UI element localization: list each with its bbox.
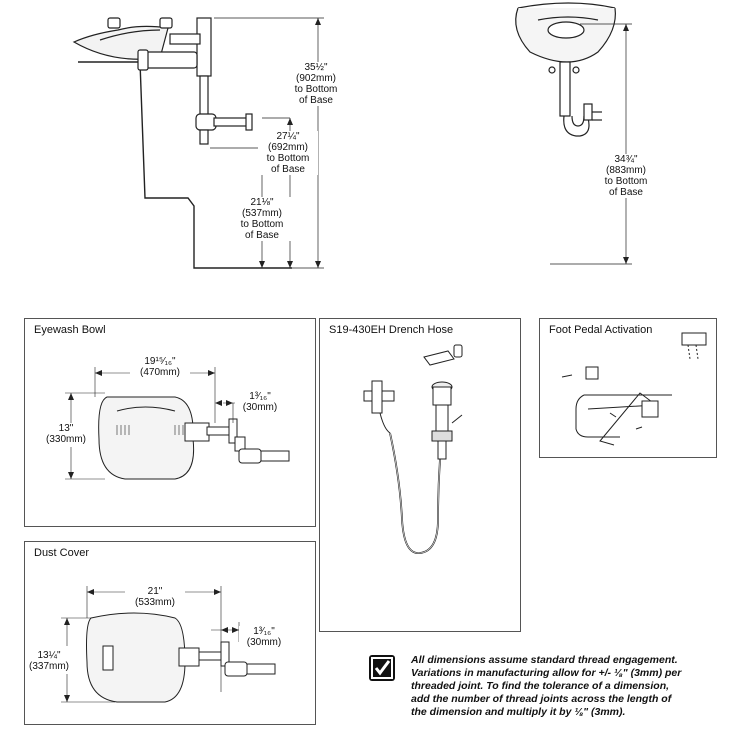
dim-ref: to Bottom bbox=[294, 84, 338, 95]
dim-ref: to Bottom bbox=[604, 176, 648, 187]
drench-hose-drawing bbox=[363, 344, 463, 554]
dim-value: 1³⁄₁₆" bbox=[253, 626, 275, 637]
dim-value: 35½" bbox=[304, 62, 328, 73]
dim-metric: (30mm) bbox=[242, 402, 278, 413]
note-line: the dimension and multiply it by ⅛" (3mm… bbox=[411, 706, 626, 718]
dust-cover-panel: Dust Cover 21" ( bbox=[24, 541, 316, 725]
checkmark-icon bbox=[369, 655, 395, 681]
panel-title: Eyewash Bowl bbox=[34, 324, 106, 336]
dim-value: 19¹⁵⁄₁₆" bbox=[144, 356, 176, 367]
dim-metric: (337mm) bbox=[28, 661, 69, 672]
drench-hose-panel: S19-430EH Drench Hose bbox=[319, 318, 521, 632]
side-elevation-drawing bbox=[515, 2, 632, 265]
dim-metric: (883mm) bbox=[605, 165, 646, 176]
dim-metric: (692mm) bbox=[267, 142, 308, 153]
panel-title: S19-430EH Drench Hose bbox=[329, 324, 454, 336]
dim-ref: to Bottom bbox=[240, 219, 284, 230]
dimension-label-width: 19¹⁵⁄₁₆" (470mm) bbox=[130, 356, 190, 378]
dim-metric: (470mm) bbox=[139, 367, 180, 378]
side-elevation-view: 34¾" (883mm) to Bottom of Base bbox=[480, 0, 720, 280]
dim-ref2: of Base bbox=[245, 230, 279, 241]
dim-value: 13¼" bbox=[37, 650, 61, 661]
panel-title: Foot Pedal Activation bbox=[549, 324, 653, 336]
dim-ref2: of Base bbox=[609, 187, 643, 198]
dimension-label-27-25: 27¼" (692mm) to Bottom of Base bbox=[258, 131, 318, 175]
dimension-label-height: 13¼" (337mm) bbox=[25, 650, 73, 672]
dimension-label-height: 13" (330mm) bbox=[41, 423, 91, 445]
dim-ref2: of Base bbox=[299, 95, 333, 106]
dim-value: 27¼" bbox=[276, 131, 300, 142]
dim-metric: (330mm) bbox=[45, 434, 86, 445]
dim-metric: (30mm) bbox=[246, 637, 282, 648]
dim-value: 34¾" bbox=[614, 154, 638, 165]
panel-title: Dust Cover bbox=[34, 547, 90, 559]
dimension-label-35-5: 35½" (902mm) to Bottom of Base bbox=[286, 62, 346, 106]
dimension-label-21-125: 21⅛" (537mm) to Bottom of Base bbox=[232, 197, 292, 241]
dim-ref2: of Base bbox=[271, 164, 305, 175]
foot-pedal-panel: Foot Pedal Activation bbox=[539, 318, 717, 458]
note-line: All dimensions assume standard thread en… bbox=[411, 654, 678, 666]
dim-value: 21" bbox=[147, 586, 163, 597]
dim-value: 13" bbox=[58, 423, 74, 434]
note-line: Variations in manufacturing allow for +/… bbox=[411, 667, 682, 679]
dim-value: 1³⁄₁₆" bbox=[249, 391, 271, 402]
dim-metric: (533mm) bbox=[134, 597, 175, 608]
note-line: add the number of thread joints across t… bbox=[411, 693, 672, 705]
dim-metric: (902mm) bbox=[295, 73, 336, 84]
dim-metric: (537mm) bbox=[241, 208, 282, 219]
foot-pedal-drawing bbox=[561, 332, 707, 446]
dimension-label-offset: 1³⁄₁₆" (30mm) bbox=[239, 626, 289, 648]
dimension-label-34-75: 34¾" (883mm) to Bottom of Base bbox=[593, 154, 659, 198]
dimension-tolerance-note: All dimensions assume standard thread en… bbox=[411, 654, 716, 719]
eyewash-bowl-panel: Eyewash Bowl bbox=[24, 318, 316, 527]
note-line: threaded joint. To find the tolerance of… bbox=[411, 680, 670, 692]
front-elevation-view: 35½" (902mm) to Bottom of Base 27¼" (692… bbox=[0, 0, 346, 280]
dimension-label-width: 21" (533mm) bbox=[125, 586, 185, 608]
dim-value: 21⅛" bbox=[250, 197, 274, 208]
dimension-label-offset: 1³⁄₁₆" (30mm) bbox=[235, 391, 285, 413]
dust-cover-drawing bbox=[61, 586, 276, 703]
front-elevation-drawing bbox=[72, 17, 324, 269]
dim-ref: to Bottom bbox=[266, 153, 310, 164]
